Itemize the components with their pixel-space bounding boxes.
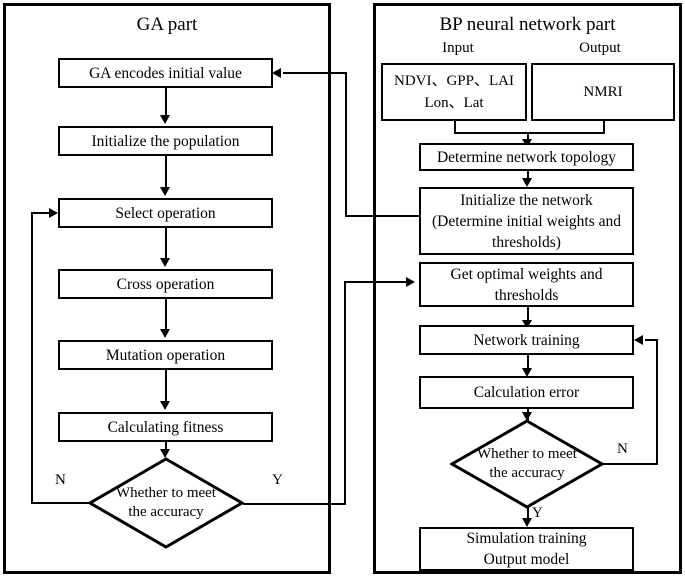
edge-bp-no-top-segment [645, 339, 658, 341]
node-label: NMRI [583, 83, 623, 100]
node-ga-encodes-initial-value[interactable]: GA encodes initial value [58, 58, 273, 88]
panel-ga-title: GA part [136, 14, 198, 35]
node-input-variables[interactable]: NDVI、GPP、LAI Lon、Lat [381, 63, 527, 121]
node-label: Select operation [115, 204, 216, 222]
node-mutation-operation[interactable]: Mutation operation [58, 340, 273, 370]
arrowhead-down-icon [522, 412, 532, 421]
edge-gayes-top-segment [344, 281, 408, 283]
arrowhead-down-icon [522, 178, 532, 187]
arrowhead-down-icon [160, 329, 170, 338]
arrowhead-right-icon [49, 208, 58, 218]
init-network-line-1: Initialize the network [460, 191, 593, 209]
panel-bp-title: BP neural network part [439, 14, 616, 35]
node-calculating-fitness[interactable]: Calculating fitness [58, 412, 273, 442]
arrowhead-down-icon [522, 518, 532, 527]
edge-initnetwork-to-gaencode-bottom [345, 215, 421, 217]
node-bp-decision-whether-to-meet-the-accuracy[interactable]: Whether to meet the accuracy [450, 419, 604, 509]
arrowhead-left-icon [634, 335, 643, 345]
arrowhead-right-icon [406, 277, 415, 287]
node-determine-network-topology[interactable]: Determine network topology [419, 143, 634, 171]
edge-getoptimal-to-training [527, 307, 529, 322]
arrowhead-down-icon [160, 401, 170, 410]
node-label: Simulation training Output model [466, 528, 586, 570]
edge-ga-no-left-segment [31, 502, 91, 504]
node-label: NDVI、GPP、LAI Lon、Lat [394, 70, 514, 114]
simulation-line-1: Simulation training [466, 530, 587, 547]
edge-initnetwork-to-gaencode-vertical [345, 72, 347, 217]
branch-label-bp-yes: Y [532, 505, 543, 521]
node-label: GA encodes initial value [89, 64, 242, 82]
node-initialize-the-network[interactable]: Initialize the network (Determine initia… [419, 187, 634, 255]
node-label: Whether to meet the accuracy [88, 457, 244, 549]
input-line-1: NDVI、GPP、LAI [393, 73, 514, 89]
arrowhead-left-icon [272, 68, 281, 78]
decision-line-1: Whether to meet [116, 485, 216, 501]
arrowhead-down-icon [160, 187, 170, 196]
edge-merge-to-topology [527, 132, 529, 141]
edge-fitness-to-decision [165, 442, 167, 451]
caption-output: Output [579, 40, 621, 56]
branch-label-ga-yes: Y [272, 472, 283, 488]
diamond-shape [88, 457, 244, 549]
node-label: Network training [473, 331, 580, 349]
get-optimal-line-1: Get optimal weights and [450, 265, 603, 283]
node-get-optimal-weights-and-thresholds[interactable]: Get optimal weights and thresholds [419, 262, 634, 307]
init-network-line-3: thresholds) [492, 233, 561, 251]
edge-ga-no-vertical-segment [31, 212, 33, 504]
edge-topology-to-initnetwork [527, 171, 529, 180]
node-label: Initialize the network (Determine initia… [432, 190, 621, 253]
node-label: Determine network topology [436, 148, 617, 166]
edge-training-to-error [527, 355, 529, 370]
decision-line-2: the accuracy [128, 504, 204, 520]
edge-cross-to-mutation [165, 299, 167, 329]
get-optimal-line-2: thresholds [494, 286, 559, 304]
edge-gayes-vertical-segment [344, 281, 346, 505]
edge-output-down [603, 121, 605, 133]
edge-encode-to-initpop [165, 88, 167, 116]
decision-line-1: Whether to meet [477, 446, 577, 462]
node-label: Calculating fitness [107, 418, 224, 436]
arrowhead-down-icon [522, 320, 532, 329]
input-line-2: Lon、Lat [424, 95, 484, 111]
arrowhead-down-icon [522, 368, 532, 377]
node-network-training[interactable]: Network training [419, 325, 634, 355]
arrowhead-down-icon [160, 115, 170, 124]
edge-bp-no-right-segment [600, 463, 658, 465]
caption-input: Input [442, 40, 474, 56]
edge-initpop-to-select [165, 156, 167, 187]
node-label: Get optimal weights and thresholds [451, 264, 603, 306]
init-network-line-2: (Determine initial weights and [432, 212, 621, 230]
edge-initnetwork-to-gaencode-top [283, 72, 347, 74]
node-label: Cross operation [116, 275, 215, 293]
node-select-operation[interactable]: Select operation [58, 198, 273, 228]
node-calculation-error[interactable]: Calculation error [419, 376, 634, 409]
node-output-variable[interactable]: NMRI [531, 63, 675, 121]
edge-bp-no-vertical-segment [656, 339, 658, 465]
edge-bp-yes-segment [527, 507, 529, 523]
decision-line-2: the accuracy [489, 465, 565, 481]
edge-input-down [454, 121, 456, 133]
node-simulation-training-output-model[interactable]: Simulation training Output model [419, 527, 634, 571]
arrowhead-down-icon [160, 258, 170, 267]
edge-input-output-merge [454, 132, 605, 134]
node-label: Whether to meet the accuracy [450, 419, 604, 509]
arrowhead-down-icon [160, 449, 170, 458]
simulation-line-2: Output model [483, 551, 570, 568]
branch-label-bp-no: N [617, 441, 628, 457]
edge-ga-no-top-segment [31, 212, 51, 214]
edge-gayes-bottom-segment [243, 503, 346, 505]
node-label: Calculation error [473, 384, 580, 401]
edge-mutation-to-fitness [165, 370, 167, 401]
node-label: Mutation operation [105, 346, 226, 364]
edge-select-to-cross [165, 228, 167, 258]
node-label: Initialize the population [91, 132, 240, 150]
node-ga-decision-whether-to-meet-the-accuracy[interactable]: Whether to meet the accuracy [88, 457, 244, 549]
node-initialize-the-population[interactable]: Initialize the population [58, 126, 273, 156]
branch-label-ga-no: N [55, 472, 66, 488]
node-cross-operation[interactable]: Cross operation [58, 269, 273, 299]
